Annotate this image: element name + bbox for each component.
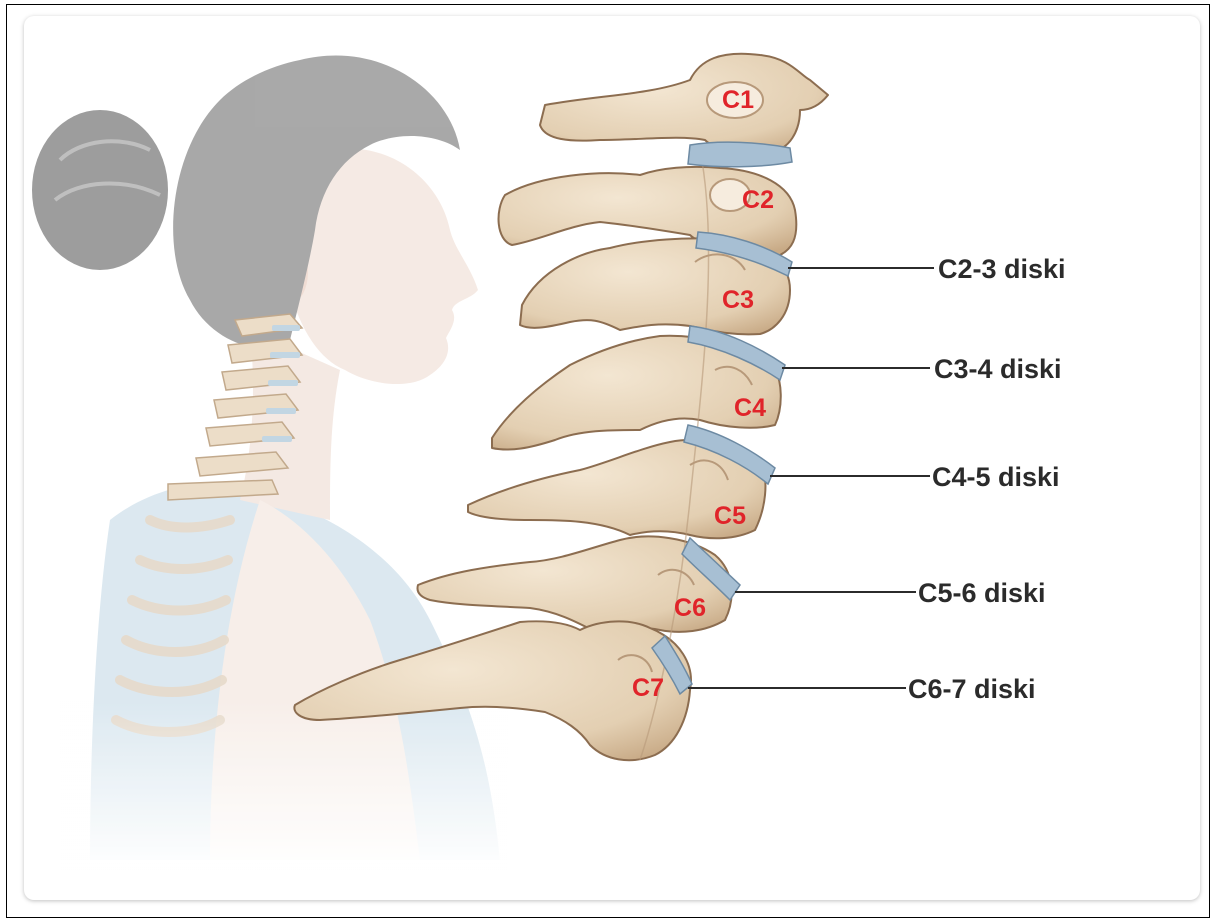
disc-label-c5-6: C5-6 diski bbox=[918, 578, 1046, 608]
vertebra-c1 bbox=[540, 54, 828, 154]
label-c5: C5 bbox=[714, 502, 746, 530]
woman-figure bbox=[32, 56, 530, 870]
disc-label-c3-4: C3-4 diski bbox=[934, 354, 1062, 384]
label-c1: C1 bbox=[722, 86, 754, 114]
disc-labels: C2-3 diski C3-4 diski C4-5 diski C5-6 di… bbox=[908, 254, 1066, 704]
label-c7: C7 bbox=[632, 674, 664, 702]
disc-label-c2-3: C2-3 diski bbox=[938, 254, 1066, 284]
disc-label-c6-7: C6-7 diski bbox=[908, 674, 1036, 704]
disc-label-c4-5: C4-5 diski bbox=[932, 462, 1060, 492]
disc-c1-c2 bbox=[688, 142, 792, 167]
label-c2: C2 bbox=[742, 186, 774, 214]
label-c6: C6 bbox=[674, 594, 706, 622]
label-c3: C3 bbox=[722, 286, 754, 314]
label-c4: C4 bbox=[734, 394, 766, 422]
